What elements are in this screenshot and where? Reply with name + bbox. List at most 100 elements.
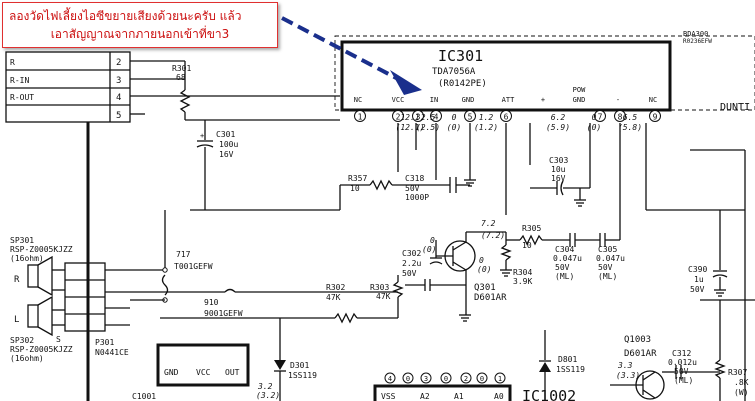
q1003-v: 3.3 xyxy=(617,361,633,370)
ic301-corner-label2: R0236EFW xyxy=(683,38,712,45)
ic301-pin-7 xyxy=(594,110,606,122)
d301: D301 1SS119 xyxy=(274,318,317,401)
ic301-pin-9 xyxy=(649,110,661,122)
c318-voltage: 50V xyxy=(405,184,420,193)
ic1002-vss: VSS xyxy=(381,392,396,401)
ic301-code: (R0142PE) xyxy=(438,79,487,89)
annotation-line-2: เอาสัญญาณจากภายนอกเข้าที่ขา3 xyxy=(50,27,230,41)
reg-out: OUT xyxy=(225,368,240,377)
ic301-pin-4 xyxy=(430,110,442,122)
ic301-pin-name-9: NC xyxy=(649,96,657,104)
c304-type: (ML) xyxy=(555,272,574,281)
ic301-voltage-alt-2: (2.5) xyxy=(416,123,440,132)
annotation-line-1: ลองวัดไฟเลี้ยงไอซีขยายเสียงด้วยนะครับ แล… xyxy=(9,9,242,23)
r301-ref: R301 xyxy=(172,64,191,73)
reg-v-alt: (3.2) xyxy=(256,391,280,400)
ic1002-a2: A2 xyxy=(420,392,430,401)
p301-s-label: S xyxy=(56,335,61,344)
ic1002-pin-label-3: 3 xyxy=(424,375,428,383)
ic1002-pin-label-4: 0 xyxy=(444,375,448,383)
ic301-voltage-alt-1: (12.1) xyxy=(396,123,425,132)
sp302-ref: SP302 xyxy=(10,336,34,345)
r302: R302 47K xyxy=(160,283,399,324)
ic301-pin-3 xyxy=(412,110,424,122)
ic301-pin-number-4: 4 xyxy=(434,113,439,122)
ic301-pin-6 xyxy=(500,110,512,122)
ic301-pin-name-2: VCC xyxy=(392,96,405,104)
ic1002-pin-6 xyxy=(476,372,488,384)
regulator: GND VCC OUT 3.2 (3.2) C1001 xyxy=(132,343,280,401)
ic301-pin-number-1: 1 xyxy=(358,113,363,122)
ic301-pin-number-9: 9 xyxy=(653,113,658,122)
ic301-voltage-6: 0 xyxy=(592,113,597,122)
c390: C390 1u 50V xyxy=(688,210,728,294)
q301-v3-alt: (0) xyxy=(422,245,436,254)
sp302-part: RSP-Z0005KJZZ xyxy=(10,345,73,354)
connector-row-r: R xyxy=(10,58,15,67)
ic301-voltage-5: 6.2 xyxy=(551,113,566,122)
ic301-voltage-2: 2.5 xyxy=(421,113,436,122)
ic301-pin-name-1: NC xyxy=(354,96,362,104)
c304-value: 0.047u xyxy=(553,254,582,263)
svg-text:+: + xyxy=(200,132,204,140)
c305-voltage: 50V xyxy=(598,263,613,272)
ic301-pin-number-3: 3 xyxy=(416,113,421,122)
r307-value: .8K xyxy=(734,378,749,387)
ic1002-pin-label-1: 4 xyxy=(388,375,392,383)
reg-vcc: VCC xyxy=(196,368,211,377)
ic1002-pin-1 xyxy=(384,372,396,384)
q1003-part: D601AR xyxy=(624,349,657,359)
ic301-voltage-alt-6: (0) xyxy=(587,123,601,132)
t910-ref: 910 xyxy=(204,298,219,307)
ic301-voltage-alt-7: (5.8) xyxy=(618,123,642,132)
ic301-voltage-1: 12.1 xyxy=(400,113,419,122)
ic301-voltage-3: 0 xyxy=(452,113,457,122)
connector-row-r-in: R-IN xyxy=(10,76,29,85)
c312-value: 0.012u xyxy=(668,358,697,367)
ic301-pin-name-7-2: GND xyxy=(573,96,586,104)
ic301-pin-number-8: 8 xyxy=(618,113,623,122)
ic301: BDA300 R0236EFW IC301 TDA7056A (R0142PE)… xyxy=(334,30,755,132)
ic301-pin-name-8: - xyxy=(616,96,620,104)
ic301-pin-name-4: GND xyxy=(462,96,475,104)
ic301-pin-5 xyxy=(464,110,476,122)
r301-value: 68 xyxy=(176,73,186,82)
c390-ref: C390 xyxy=(688,265,707,274)
connector-pin-4: 4 xyxy=(116,93,121,103)
d301-ref: D301 xyxy=(290,361,309,370)
t717-ref: 717 xyxy=(176,250,191,259)
connector-pin-5: 5 xyxy=(116,111,121,121)
ic301-ref: IC301 xyxy=(438,47,483,65)
q1003-v-alt: (3.3) xyxy=(616,371,640,380)
r305-c304-c305: R305 10 C304 0.047u 50V (ML) C305 0.047u… xyxy=(506,224,625,281)
t910-part: 9001GEFW xyxy=(204,309,243,318)
reg-gnd: GND xyxy=(164,368,179,377)
dunti-label: DUNTI xyxy=(720,102,750,113)
c305-type: (ML) xyxy=(598,272,617,281)
d801: D801 1SS119 xyxy=(539,330,585,401)
connector-pin-3: 3 xyxy=(116,76,121,86)
c390-value: 1u xyxy=(694,275,704,284)
ic301-pin-number-5: 5 xyxy=(468,113,473,122)
connector-block: R R-IN R-OUT 2 3 4 5 xyxy=(5,51,131,401)
ic301-pin-2 xyxy=(392,110,404,122)
reg-v: 3.2 xyxy=(257,382,273,391)
c318-value: 1000P xyxy=(405,193,429,202)
ic301-voltage-alt-5: (5.9) xyxy=(546,123,570,132)
c301-ref: C301 xyxy=(216,130,235,139)
r304-value: 3.9K xyxy=(513,277,532,286)
sp302-ohm: (16ohm) xyxy=(10,354,44,363)
c303-value: 10u xyxy=(551,165,566,174)
d801-part: 1SS119 xyxy=(556,365,585,374)
ic301-pin-number-6: 6 xyxy=(504,113,509,122)
q301-part: D601AR xyxy=(474,293,507,303)
sp301-ref: SP301 xyxy=(10,236,34,245)
c302-voltage: 50V xyxy=(402,269,417,278)
r303-value: 47K xyxy=(376,292,391,301)
q301-v3: 0 xyxy=(430,236,435,245)
c301-value: 100u xyxy=(219,140,238,149)
